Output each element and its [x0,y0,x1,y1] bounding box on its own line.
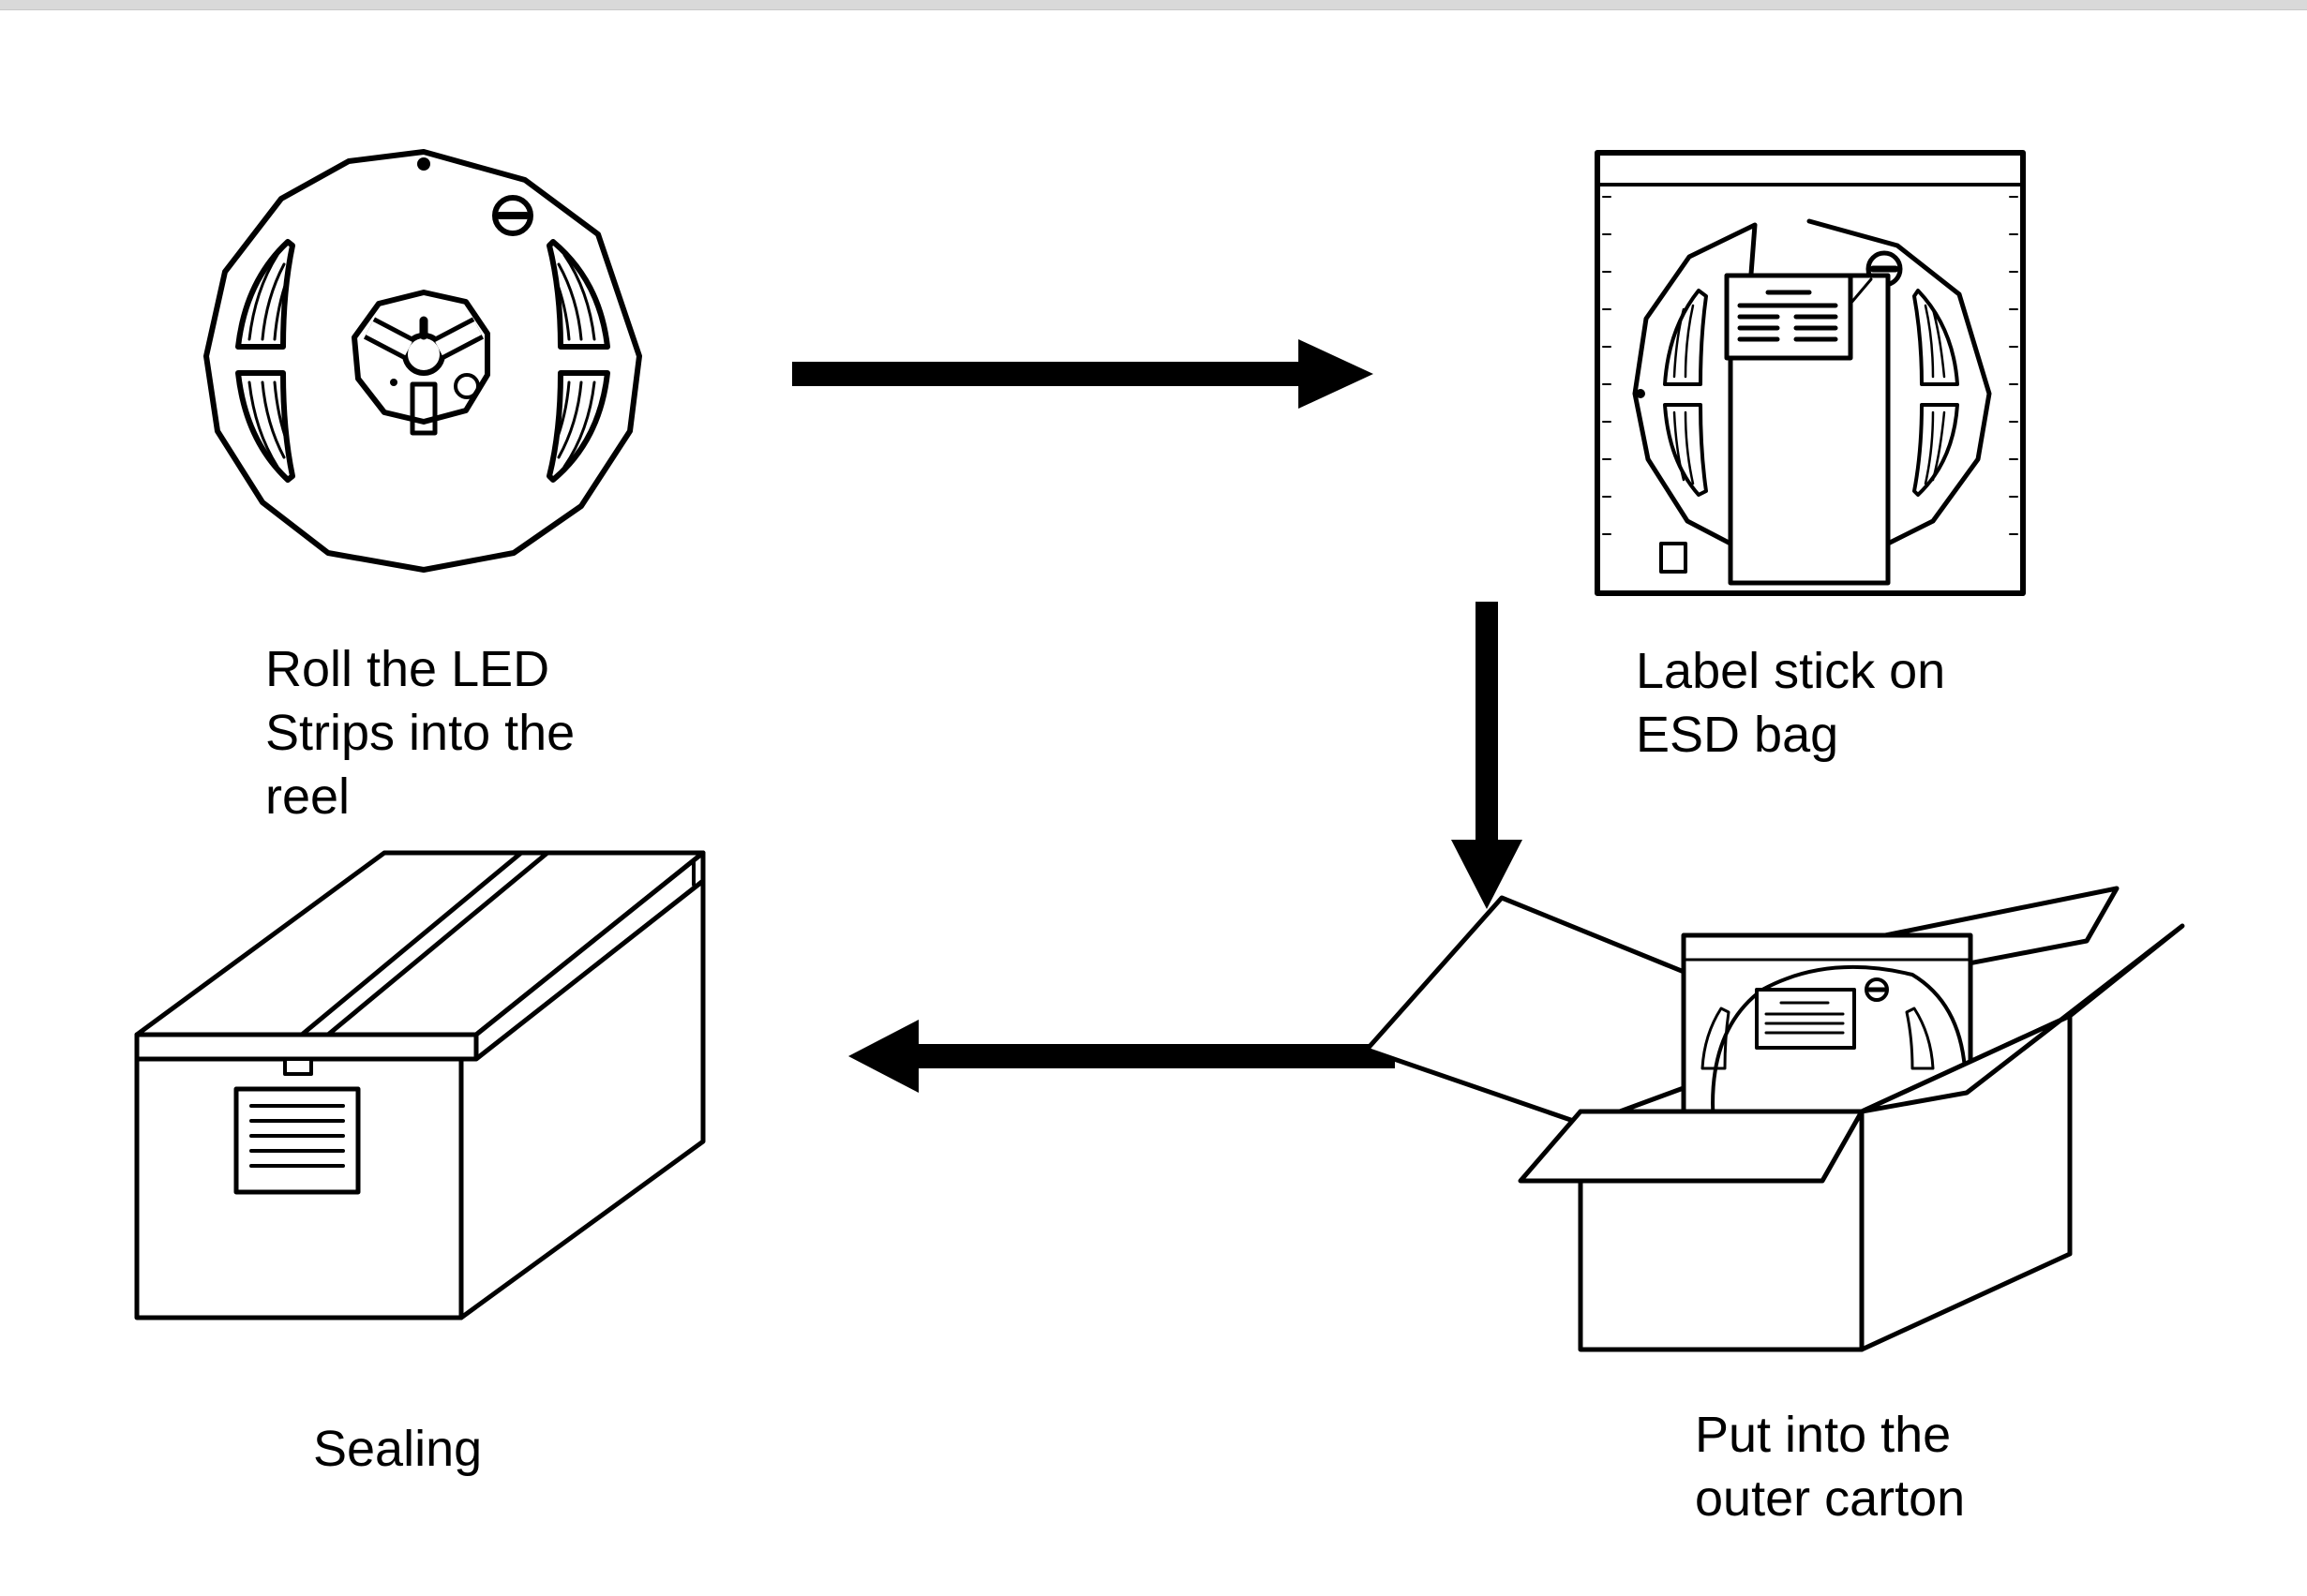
step-label-line: Sealing [313,1421,483,1477]
step-label-sealing: Sealing [313,1417,594,1481]
step-label-outer-carton: Put into the outer carton [1695,1403,2089,1530]
step-label-line: Strips into the [265,705,576,761]
step-label-line: Put into the [1695,1407,1952,1463]
esd-bag-icon [1595,150,2026,596]
arrow-down-icon [1451,602,1522,909]
open-carton-icon [1364,886,2185,1352]
step-label-line: reel [265,768,351,825]
step-label-line: outer carton [1695,1470,1966,1527]
step-label-line: Roll the LED [265,641,550,697]
step-label-line: Label stick on [1636,643,1946,699]
step-label-line: ESD bag [1636,707,1839,763]
step-label-esd-bag: Label stick on ESD bag [1636,639,2030,767]
top-border [0,0,2307,10]
step-label-roll-reel: Roll the LED Strips into the reel [265,637,697,828]
sealed-carton-icon [134,850,706,1320]
led-reel-icon [203,149,642,573]
arrow-left-icon [848,1020,1395,1093]
arrow-right-icon [792,339,1373,409]
